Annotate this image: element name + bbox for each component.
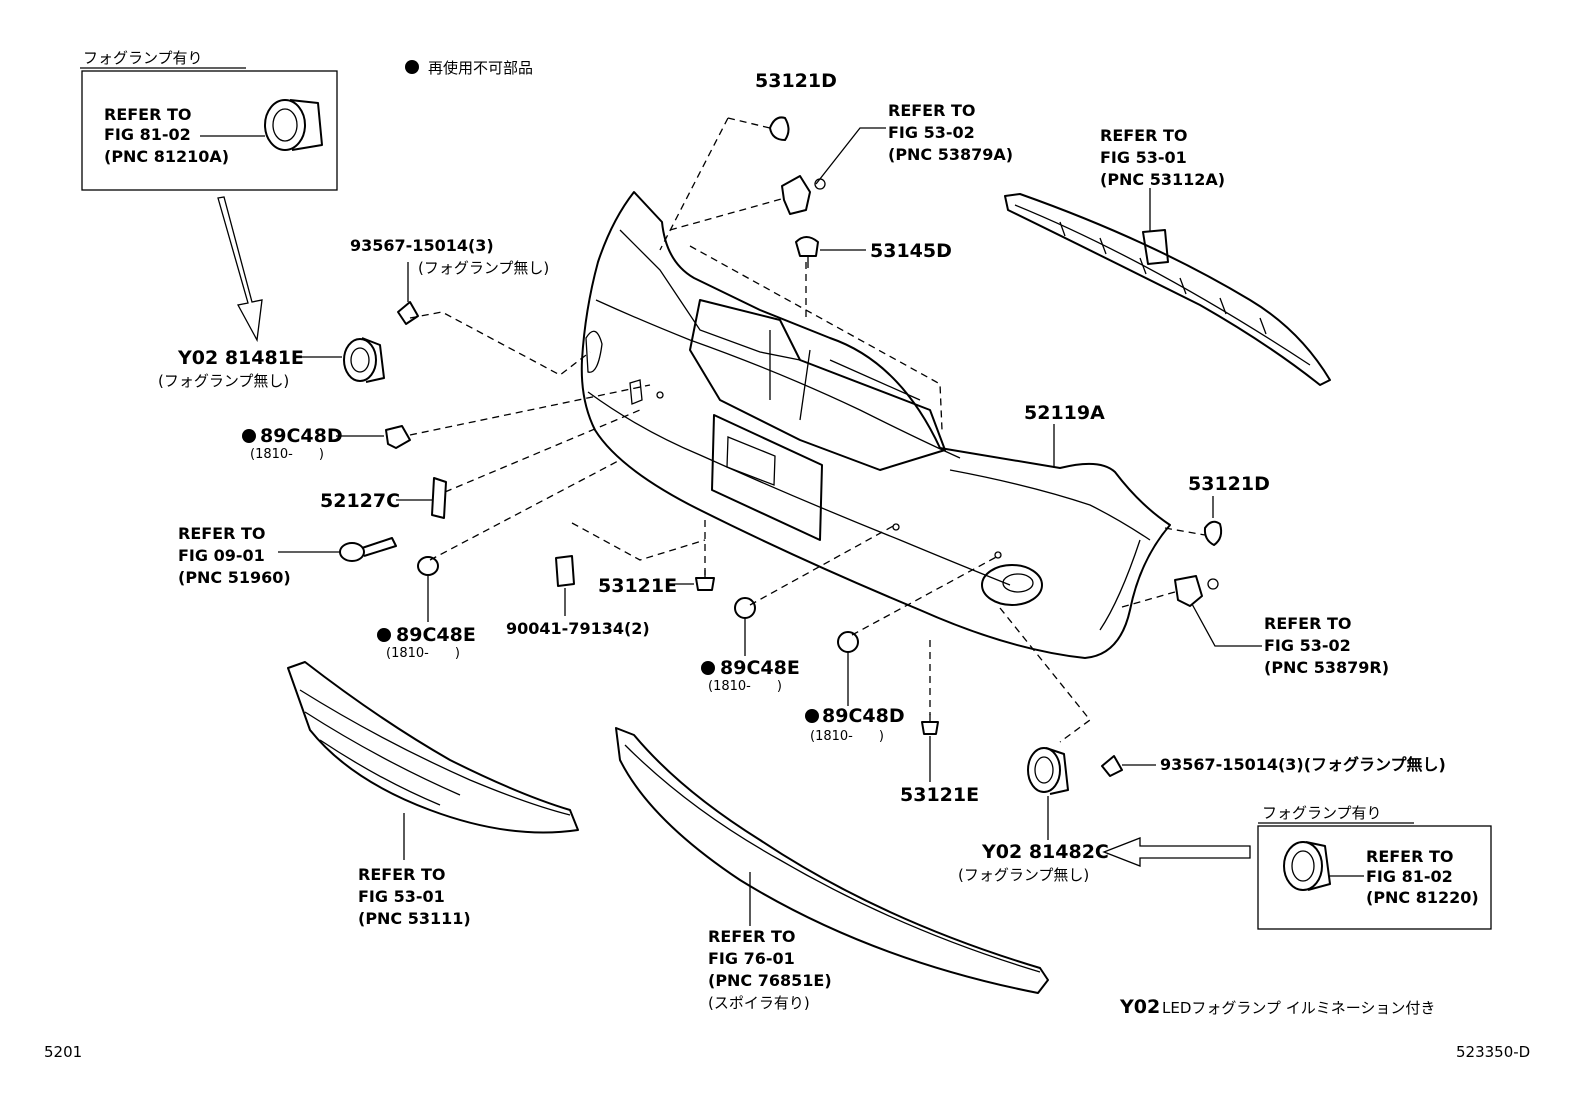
ref-51960-2: FIG 09-01 [178,546,265,565]
footer-y02-desc: LEDフォグランプ イルミネーション付き [1162,999,1435,1017]
non-reusable-marker-icon [701,661,715,675]
screw-93567-left: 93567-15014(3) (フォグランプ無し) [350,236,549,325]
legend: 再使用不可部品 [405,59,533,77]
ref-53111-1: REFER TO [358,865,446,884]
ref-53111-3: (PNC 53111) [358,909,471,928]
label-81482C: Y02 81482C [981,841,1109,863]
non-reusable-marker-icon [405,60,419,74]
label-90041: 90041-79134(2) [506,619,650,638]
label-93567-right: 93567-15014(3)(フォグランプ無し) [1160,755,1446,774]
box-left-title: フォグランプ有り [83,49,203,67]
screw-93567-right: 93567-15014(3)(フォグランプ無し) [1101,755,1446,777]
ref-76851E-3: (PNC 76851E) [708,971,832,990]
label-89C48D-b-note: (1810- ) [810,729,884,744]
box-right-refer-1: REFER TO [1366,847,1454,866]
box-left-refer-3: (PNC 81210A) [104,147,229,166]
footer-page-number: 5201 [44,1043,82,1061]
label-53121E-b: 53121E [900,784,979,806]
label-89C48D-a-note: (1810- ) [250,447,324,462]
label-89C48E-a-note: (1810- ) [386,646,460,661]
footer-figure-id: 523350-D [1456,1043,1530,1061]
fog-lamp-right-icon [1283,841,1331,891]
box-right-title: フォグランプ有り [1262,804,1382,822]
clip-89C48E-b: 89C48E (1810- ) [701,597,800,694]
ref-76851E-2: FIG 76-01 [708,949,795,968]
label-53121D-top: 53121D [755,70,837,92]
clip-89C48D-b: 89C48D (1810- ) [805,631,905,744]
fog-lamp-box-right: フォグランプ有り REFER TO FIG 81-02 (PNC 81220) [1102,804,1492,930]
cap-52127C: 52127C [320,477,447,519]
label-group-52119A: 52119A [1024,402,1105,468]
label-93567-left: 93567-15014(3) [350,236,494,255]
fog-cover-81482C: Y02 81482C (フォグランプ無し) [958,747,1109,884]
non-reusable-marker-icon [805,709,819,723]
bracket-53879R: REFER TO FIG 53-02 (PNC 53879R) [1174,575,1389,677]
ref-76851E-1: REFER TO [708,927,796,946]
nut-90041: 90041-79134(2) [506,555,650,638]
ref-53879A-1: REFER TO [888,101,976,120]
label-81481E: Y02 81481E [177,347,304,369]
clip-53121E-a: 53121E [598,570,715,597]
footer: Y02 LEDフォグランプ イルミネーション付き 5201 523350-D [44,996,1530,1061]
clip-89C48D-a: 89C48D (1810- ) [242,425,411,462]
non-reusable-marker-icon [377,628,391,642]
ref-53112A-3: (PNC 53112A) [1100,170,1225,189]
ref-53879R-1: REFER TO [1264,614,1352,633]
label-53121D-right: 53121D [1188,473,1270,495]
spoiler-76851E: REFER TO FIG 76-01 (PNC 76851E) (スポイラ有り) [615,727,1049,1012]
label-81481E-note: (フォグランプ無し) [158,372,289,390]
ref-53879R-2: FIG 53-02 [1264,636,1351,655]
clip-89C48E-a: 89C48E (1810- ) [377,556,476,661]
legend-text: 再使用不可部品 [428,59,533,77]
label-52127C: 52127C [320,490,400,512]
clip-53121E-b: 53121E [900,714,979,806]
ref-51960-3: (PNC 51960) [178,568,291,587]
footer-y02-code: Y02 [1119,996,1160,1018]
upper-grille-53112A: REFER TO FIG 53-01 (PNC 53112A) [1004,126,1331,386]
label-81482C-note: (フォグランプ無し) [958,866,1089,884]
label-93567-left-note: (フォグランプ無し) [418,259,549,277]
box-right-refer-2: FIG 81-02 [1366,867,1453,886]
ref-53112A-1: REFER TO [1100,126,1188,145]
box-left-refer-2: FIG 81-02 [104,125,191,144]
assembly-lines [409,117,1206,743]
label-89C48E-b: 89C48E [720,657,800,679]
label-89C48E-b-note: (1810- ) [708,679,782,694]
fog-cover-81481E: Y02 81481E (フォグランプ無し) [158,337,385,390]
box-left-refer-1: REFER TO [104,105,192,124]
ref-53879A-3: (PNC 53879A) [888,145,1013,164]
ref-53879R-3: (PNC 53879R) [1264,658,1389,677]
ref-53112A-2: FIG 53-01 [1100,148,1187,167]
label-89C48D-a: 89C48D [260,425,343,447]
bracket-53879A: REFER TO FIG 53-02 (PNC 53879A) [781,101,1013,215]
label-89C48E-a: 89C48E [396,624,476,646]
label-89C48D-b: 89C48D [822,705,905,727]
towing-eye-51960: REFER TO FIG 09-01 (PNC 51960) [178,524,397,587]
box-right-refer-3: (PNC 81220) [1366,888,1479,907]
bumper-cover-52119A [580,191,1171,659]
ref-51960-1: REFER TO [178,524,266,543]
label-53145D: 53145D [870,240,952,262]
fog-lamp-box-left: フォグランプ有り REFER TO FIG 81-02 (PNC 81210A) [80,49,338,343]
fog-lamp-left-icon [264,99,323,151]
non-reusable-marker-icon [242,429,256,443]
ref-76851E-4: (スポイラ有り) [708,994,810,1012]
part-53121D-top: 53121D [755,70,837,141]
label-53121E-a: 53121E [598,575,677,597]
ref-53111-2: FIG 53-01 [358,887,445,906]
label-52119A: 52119A [1024,402,1105,424]
lower-grille-53111: REFER TO FIG 53-01 (PNC 53111) [287,661,579,928]
part-53121D-right: 53121D [1188,473,1270,546]
clip-53145D: 53145D [795,236,952,268]
ref-53879A-2: FIG 53-02 [888,123,975,142]
